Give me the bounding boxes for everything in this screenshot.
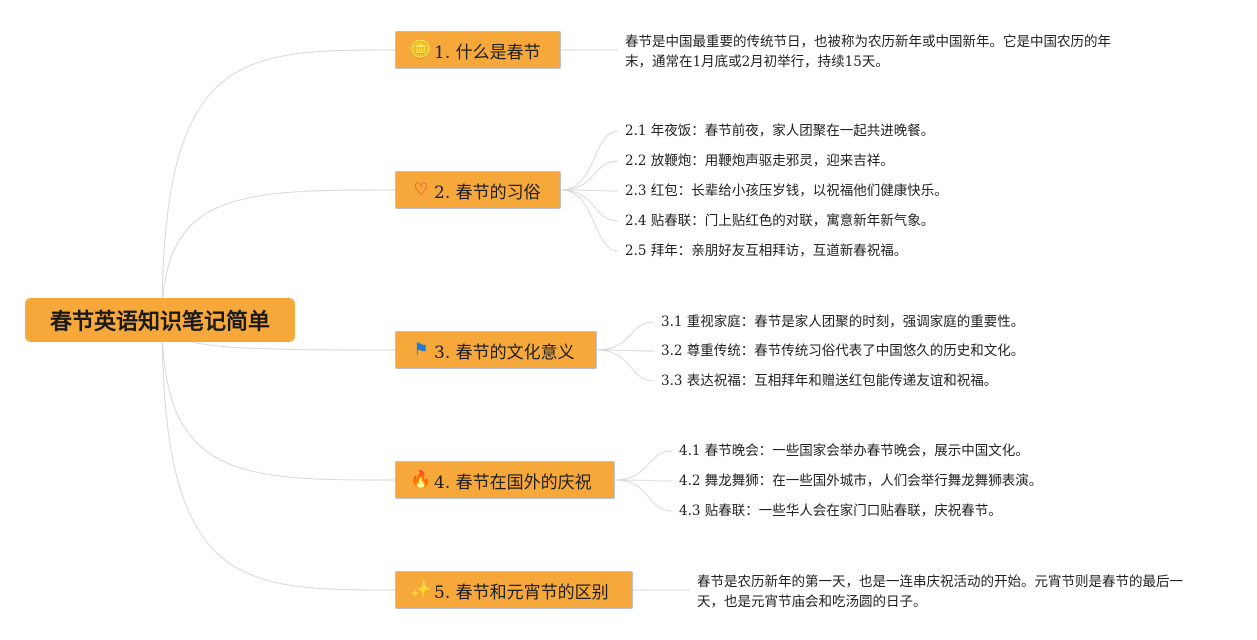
branch-cultural-meaning[interactable]: ⚑ 3. 春节的文化意义 bbox=[395, 331, 597, 369]
leaf-connector-line bbox=[614, 450, 673, 481]
leaf-connector-line bbox=[596, 349, 655, 382]
branch-label: 2. 春节的习俗 bbox=[434, 182, 541, 203]
branch-what-is-spring-festival[interactable]: 🪙 1. 什么是春节 bbox=[395, 31, 561, 69]
list-item: 3.2 尊重传统：春节传统习俗代表了中国悠久的历史和文化。 bbox=[661, 343, 1025, 359]
list-item: 4.1 春节晚会：一些国家会举办春节晚会，展示中国文化。 bbox=[679, 443, 1029, 459]
fire-icon: 🔥 bbox=[410, 470, 432, 490]
branch-lantern-festival-difference[interactable]: ✨ 5. 春节和元宵节的区别 bbox=[395, 571, 633, 609]
root-connector-line bbox=[161, 189, 396, 321]
leaf-connector-line bbox=[560, 130, 619, 191]
leaf-connector-line bbox=[560, 189, 619, 252]
list-item: 2.4 贴春联：门上贴红色的对联，寓意新年新气象。 bbox=[625, 213, 935, 229]
branch-label: 5. 春节和元宵节的区别 bbox=[434, 582, 609, 603]
leaf-connector-line bbox=[560, 160, 619, 191]
list-item: 2.3 红包：长辈给小孩压岁钱，以祝福他们健康快乐。 bbox=[625, 183, 948, 199]
root-connector-line bbox=[161, 319, 396, 481]
flag-icon: ⚑ bbox=[413, 340, 429, 360]
root-topic[interactable]: 春节英语知识笔记简单 bbox=[25, 298, 295, 342]
leaf-connector-line bbox=[560, 189, 619, 192]
leaf-connector-line bbox=[614, 479, 673, 482]
branch-label: 3. 春节的文化意义 bbox=[434, 342, 575, 363]
leaf-connector-line bbox=[596, 321, 655, 351]
description-lantern-festival-difference: 春节是农历新年的第一天，也是一连串庆祝活动的开始。元宵节则是春节的最后一天，也是… bbox=[697, 574, 1183, 610]
leaf-connector-line bbox=[614, 479, 673, 512]
list-item: 2.2 放鞭炮：用鞭炮声驱走邪灵，迎来吉祥。 bbox=[625, 153, 894, 169]
list-item: 2.1 年夜饭：春节前夜，家人团聚在一起共进晚餐。 bbox=[625, 123, 935, 139]
list-item: 2.5 拜年：亲朋好友互相拜访，互道新春祝福。 bbox=[625, 243, 908, 259]
leaf-connector-line bbox=[596, 349, 655, 352]
branch-overseas-celebration[interactable]: 🔥 4. 春节在国外的庆祝 bbox=[395, 461, 615, 499]
gold-coin-icon: 🪙 bbox=[410, 40, 432, 60]
list-item: 4.2 舞龙舞狮：在一些国外城市，人们会举行舞龙舞狮表演。 bbox=[679, 473, 1043, 489]
list-item: 3.1 重视家庭：春节是家人团聚的时刻，强调家庭的重要性。 bbox=[661, 314, 1025, 330]
list-item: 3.3 表达祝福：互相拜年和赠送红包能传递友谊和祝福。 bbox=[661, 373, 998, 389]
root-topic-label: 春节英语知识笔记简单 bbox=[49, 310, 270, 335]
root-connector-line bbox=[161, 49, 396, 321]
leaf-connector-line bbox=[560, 189, 619, 222]
root-connector-line bbox=[161, 319, 396, 591]
description-what-is-spring-festival: 春节是中国最重要的传统节日，也被称为农历新年或中国新年。它是中国农历的年末，通常… bbox=[625, 34, 1111, 70]
branch-label: 4. 春节在国外的庆祝 bbox=[434, 472, 592, 493]
heart-icon: ♡ bbox=[413, 180, 429, 200]
branch-customs[interactable]: ♡ 2. 春节的习俗 bbox=[395, 171, 561, 209]
sparkle-wand-icon: ✨ bbox=[410, 580, 432, 600]
branch-label: 1. 什么是春节 bbox=[434, 42, 541, 63]
list-item: 4.3 贴春联：一些华人会在家门口贴春联，庆祝春节。 bbox=[679, 503, 1002, 519]
